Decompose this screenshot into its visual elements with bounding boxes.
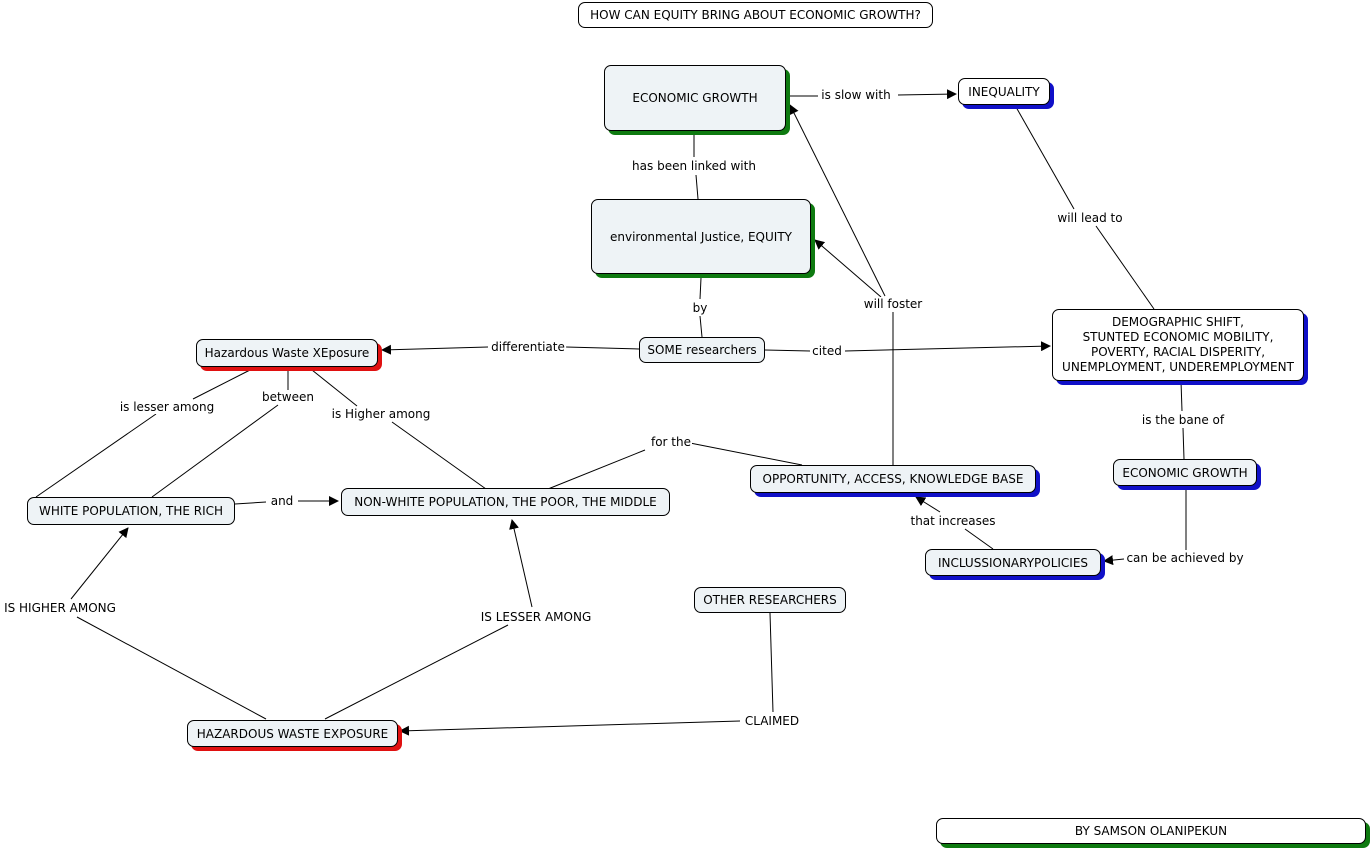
edge-claimed-exposure [399,720,741,736]
link-and: and [269,494,295,508]
node-nonwhite-population[interactable]: NON-WHITE POPULATION, THE POOR, THE MIDD… [341,488,670,516]
link-will-foster: will foster [862,297,924,311]
edge-other-claimed [769,612,774,713]
node-other-researchers[interactable]: OTHER RESEARCHERS [694,587,846,613]
edge-bane-growth [1182,427,1185,460]
node-economic-growth-top[interactable]: ECONOMIC GROWTH [604,65,786,131]
edge-slow-inequality [897,89,957,100]
edge-white-and [234,501,267,505]
edge-lesser-nonwhite [509,519,533,608]
link-can-be-achieved-by: can be achieved by [1125,551,1245,565]
edge-researchers-cited [764,349,811,352]
edge-hazard-higher [311,369,358,407]
edge-nonwhite-forthe [547,449,646,490]
node-opportunity-access[interactable]: OPPORTUNITY, ACCESS, KNOWLEDGE BASE [750,465,1036,493]
node-environmental-justice[interactable]: environmental Justice, EQUITY [591,199,811,274]
node-economic-growth-right[interactable]: ECONOMIC GROWTH [1113,459,1257,486]
link-will-lead-to: will lead to [1056,211,1124,225]
edge-exposure-lesser [324,624,509,720]
edge-leadto-demographic [1095,225,1155,310]
edge-by-researchers [699,315,703,338]
edge-justice-by [699,277,702,300]
edge-lesser-white [35,413,157,498]
edge-higher-white [70,527,129,600]
page-title: HOW CAN EQUITY BRING ABOUT ECONOMIC GROW… [578,2,933,28]
link-differentiate: differentiate [490,340,566,354]
edge-foster-justice [814,239,882,298]
edge-achieved-inclusionary [1103,555,1125,566]
link-is-slow-with: is slow with [820,88,892,102]
link-for-the: for the [649,435,693,449]
edge-differentiate-hazard [381,344,489,355]
edge-cited-demographic [844,341,1051,352]
node-some-researchers[interactable]: SOME researchers [639,337,765,363]
edge-demographic-bane [1180,380,1183,412]
link-is-the-bane-of: is the bane of [1140,413,1226,427]
node-white-population[interactable]: WHITE POPULATION, THE RICH [27,497,235,525]
edge-foster-growth [789,104,886,297]
link-is-lesser-among: is lesser among [118,400,216,414]
link-claimed: CLAIMED [743,714,801,728]
node-inequality[interactable]: INEQUALITY [958,78,1050,105]
link-is-higher-among: is Higher among [330,407,432,421]
link-that-increases: that increases [909,514,997,528]
link-is-lesser-among-caps: IS LESSER AMONG [479,610,593,624]
link-has-been-linked-with: has been linked with [631,159,757,173]
edge-increases-opportunity [915,496,941,513]
edge-higher-nonwhite [391,421,487,490]
edge-forthe-opportunity [689,442,803,466]
node-inclusionary-policies[interactable]: INCLUSSIONARYPOLICIES [925,549,1101,576]
node-hazardous-waste-xeposure[interactable]: Hazardous Waste XEposure [196,339,378,367]
edge-researchers-differentiate [565,346,640,350]
link-is-higher-among-caps: IS HIGHER AMONG [3,601,117,615]
edge-linked-justice [695,174,699,200]
edge-inequality-leadto [1015,106,1075,210]
author-credit: BY SAMSON OLANIPEKUN [936,818,1366,844]
edge-between-white [151,404,279,498]
edge-inclusionary-increases [964,528,994,550]
link-by: by [691,301,709,315]
link-between: between [261,390,315,404]
edge-exposure-higher [76,616,267,720]
node-demographic-shift[interactable]: DEMOGRAPHIC SHIFT, STUNTED ECONOMIC MOBI… [1052,309,1304,381]
node-hazardous-waste-exposure[interactable]: HAZARDOUS WASTE EXPOSURE [187,720,398,747]
edge-hazard-lesser [192,369,251,400]
link-cited: cited [811,344,843,358]
